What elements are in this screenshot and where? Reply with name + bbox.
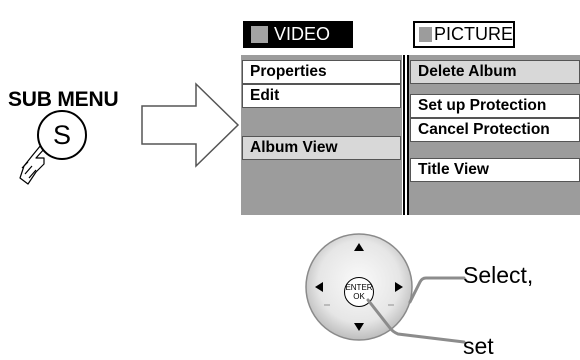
video-tab-label: VIDEO [274, 24, 331, 44]
enter-label: ENTER [345, 283, 373, 292]
picture-tab-label: PICTURE [433, 24, 513, 44]
arrow-right-icon [141, 82, 240, 168]
menu-item-album-view[interactable]: Album View [242, 136, 401, 160]
tab-video[interactable]: VIDEO [243, 21, 353, 48]
menu-item-label: Delete Album [418, 63, 517, 80]
menu-item-label: Set up Protection [418, 97, 547, 114]
ok-label: OK [353, 292, 365, 301]
up-arrow-icon [354, 243, 364, 251]
s-button-letter: S [52, 119, 71, 150]
menu-item-edit[interactable]: Edit [242, 84, 401, 108]
video-submenu-panel: Properties Edit Album View [241, 55, 402, 215]
panel-divider [403, 55, 409, 215]
menu-item-delete-album[interactable]: Delete Album [410, 60, 580, 84]
sub-menu-s-button[interactable]: S [37, 110, 87, 160]
menu-item-title-view[interactable]: Title View [410, 158, 580, 182]
tab-picture[interactable]: PICTURE [413, 21, 515, 48]
sub-menu-label: SUB MENU [8, 88, 119, 111]
left-arrow-icon [315, 282, 323, 292]
menu-item-set-up-protection[interactable]: Set up Protection [410, 94, 580, 118]
menu-item-label: Album View [250, 139, 338, 156]
set-caption: set [463, 333, 494, 359]
picture-submenu-panel: Delete Album Set up Protection Cancel Pr… [409, 55, 580, 215]
video-square-icon [251, 26, 268, 43]
menu-item-cancel-protection[interactable]: Cancel Protection [410, 118, 580, 142]
select-caption: Select, [463, 262, 534, 288]
callout-lines [366, 276, 466, 344]
picture-square-icon [419, 27, 432, 42]
menu-item-label: Title View [418, 161, 489, 178]
down-arrow-icon [354, 323, 364, 331]
menu-item-label: Edit [250, 87, 280, 104]
right-arrow-icon [395, 282, 403, 292]
menu-item-label: Cancel Protection [418, 121, 550, 138]
menu-item-properties[interactable]: Properties [242, 60, 401, 84]
menu-item-label: Properties [250, 63, 327, 80]
